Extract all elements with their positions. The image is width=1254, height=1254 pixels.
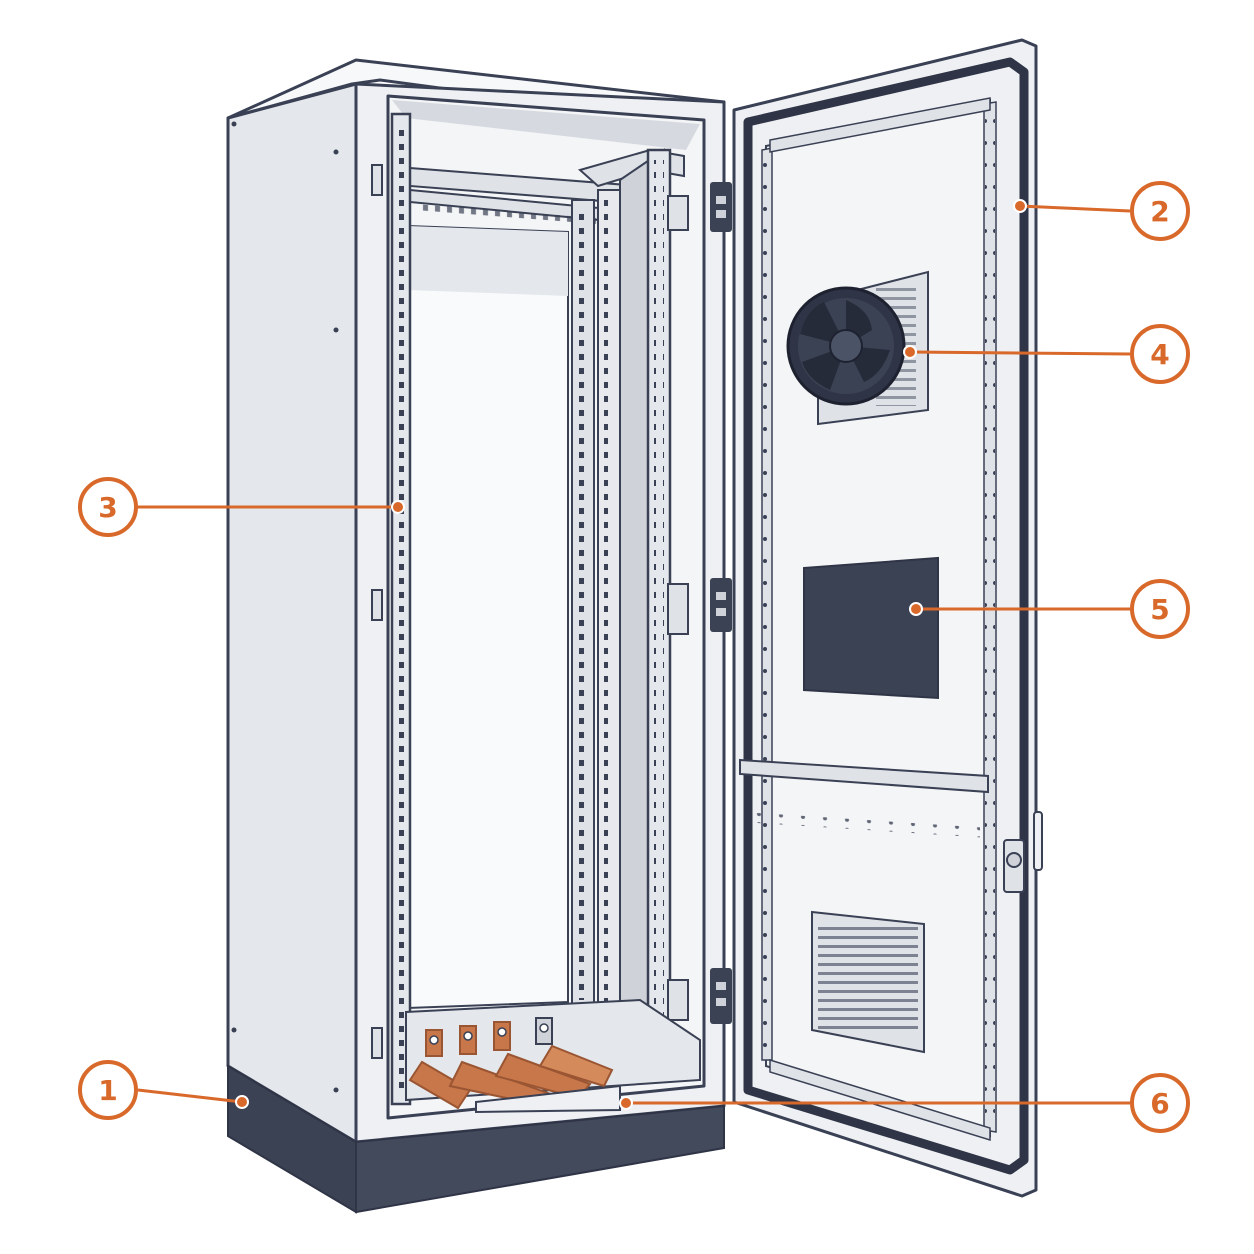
door-latch [1003,811,1043,893]
callout-dot-6 [619,1096,633,1110]
callout-label-5: 5 [1150,593,1169,626]
callout-dot-2 [1013,199,1027,213]
door-seal [743,57,1029,1175]
callout-label-4: 4 [1150,338,1169,371]
hinge-bottom [710,968,732,1024]
callout-circle-4 [1130,324,1190,384]
callout-circle-6 [1130,1073,1190,1133]
callout-circle-1 [78,1060,138,1120]
hinge-middle [710,578,732,632]
cabinet-side-panel [226,82,358,1144]
callout-line-4 [909,350,1131,356]
callout-dot-1 [235,1095,249,1109]
vent-grille [811,910,925,1054]
callout-label-3: 3 [98,491,117,524]
busbars [408,1017,614,1110]
callout-circle-2 [1130,181,1190,241]
door-crossbar [739,758,989,794]
callout-dot-4 [903,345,917,359]
callout-circle-3 [78,477,138,537]
callout-label-1: 1 [98,1074,117,1107]
callout-label-6: 6 [1150,1087,1169,1120]
callouts: 1 2 3 4 5 6 [78,181,1190,1133]
callout-label-2: 2 [1150,195,1169,228]
door-display-panel [803,556,939,700]
fan [786,270,929,426]
hinge-top [710,182,732,232]
cabinet-back-wall [407,224,569,1010]
callout-line-2 [1019,204,1131,213]
cabinet-door [732,38,1043,1198]
callout-dot-5 [909,602,923,616]
callout-line-1 [137,1088,243,1104]
cabinet-body [226,58,732,1214]
callout-circle-5 [1130,579,1190,639]
callout-dot-3 [391,500,405,514]
